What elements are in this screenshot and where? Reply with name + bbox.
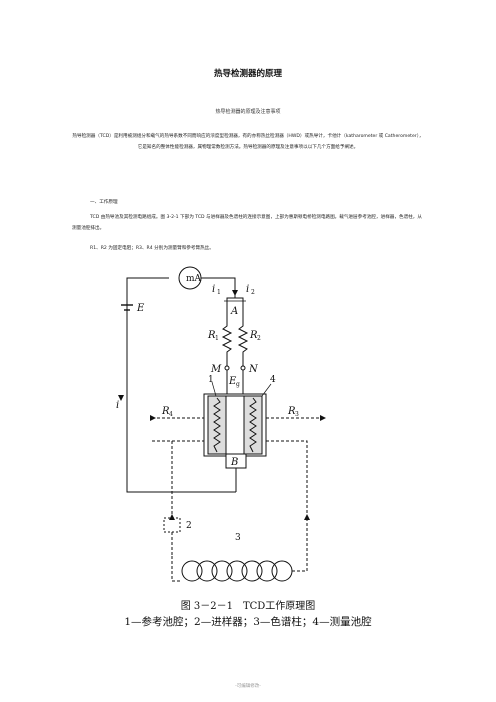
node-a-label: A: [230, 306, 238, 317]
node-m: [224, 365, 230, 371]
tcd-circuit-diagram: mA E i i 1 i 2 A R 1 R 2 M N E g 1 4 R 4…: [116, 266, 326, 582]
r2-label: R: [249, 330, 258, 341]
arrow-gas-in: [150, 415, 156, 421]
gas-line-right: [266, 440, 308, 518]
wire-left-bottom: [126, 386, 160, 493]
resistor-r1: [221, 318, 233, 356]
current-1-label: i: [212, 284, 215, 295]
current-left-label: i: [116, 400, 119, 411]
label-4: 4: [270, 375, 276, 385]
injector-symbol: [163, 517, 181, 533]
resistor-r2: [237, 318, 249, 356]
arrow-current: [232, 290, 238, 296]
wire-left-top: [126, 277, 169, 386]
measure-cell: [243, 395, 263, 455]
label-3: 3: [235, 533, 241, 543]
eg-label: E: [228, 376, 237, 387]
document-subtitle: 热导检测器的原理及注意事项: [215, 109, 281, 115]
intro-paragraph: 热导检测器（TCD）是利用被测组分和载气的热导系数不同而响应的浓度型检测器，有的…: [72, 134, 424, 150]
reference-cell: [207, 395, 227, 455]
current-2-sub: 2: [251, 289, 255, 296]
battery-label: E: [136, 303, 145, 314]
node-n: [240, 365, 246, 371]
label-2: 2: [186, 521, 192, 531]
figure-caption: 图 3－2－1 TCD工作原理图: [180, 601, 316, 612]
r1-sub: 1: [215, 335, 219, 342]
filament-r3: [249, 397, 257, 453]
eg-sub: g: [236, 381, 240, 388]
body-paragraph-1: TCD 由热导池及其检测电路组成。图 3-2-1 下部为 TCD 与进样器及色谱…: [72, 215, 422, 231]
current-1-sub: 1: [217, 289, 221, 296]
document-title: 热导检测器的原理: [213, 69, 282, 79]
arrow-column: [304, 514, 310, 520]
node-n-label: N: [248, 364, 259, 375]
current-2-label: i: [246, 284, 249, 295]
node-b-label: B: [230, 457, 238, 468]
section-heading: 一、工作原理: [90, 200, 118, 205]
page-footer: -可编辑修改-: [235, 684, 261, 689]
r2-sub: 2: [257, 335, 261, 342]
r3-label: R: [287, 406, 296, 417]
r4-sub: 4: [169, 411, 173, 418]
figure-legend: 1—参考池腔；2—进样器；3—色谱柱；4—测量池腔: [124, 616, 372, 628]
r4-label: R: [161, 406, 170, 417]
node-m-label: M: [210, 364, 222, 375]
label-1: 1: [208, 375, 214, 385]
r3-sub: 3: [295, 411, 299, 418]
filament-r4: [213, 397, 221, 453]
body-paragraph-2: R1、R2 为固定电阻；R3、R4 分别为测量臂和参考臂热丝。: [90, 246, 214, 251]
meter-label: mA: [186, 274, 202, 284]
arrow-injector: [169, 514, 175, 520]
arrow-current-left: [118, 395, 124, 401]
r1-label: R: [207, 330, 216, 341]
arrow-gas-out: [320, 415, 326, 421]
column-coils: [181, 560, 293, 582]
